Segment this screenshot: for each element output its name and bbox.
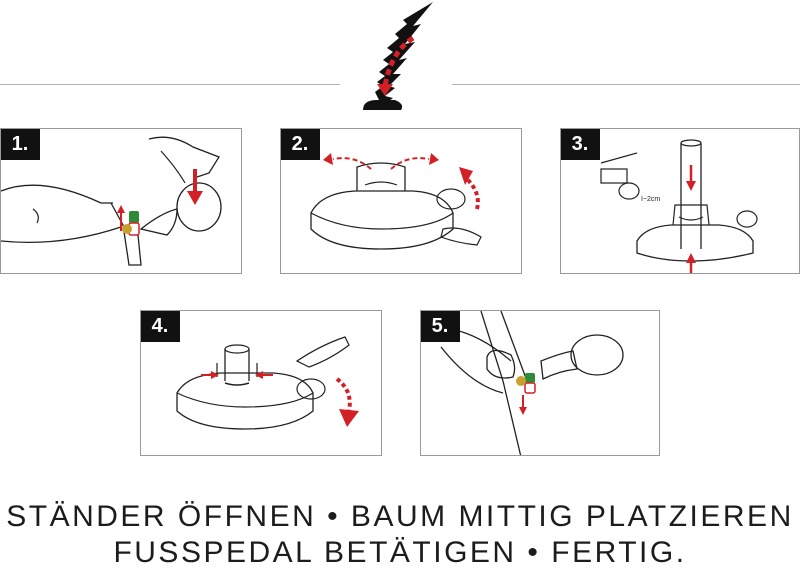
step-4-illustration (176, 336, 359, 430)
step-2-illustration (310, 153, 482, 250)
caption-line-2: FUSSPEDAL BETÄTIGEN • FERTIG. (113, 536, 687, 569)
step-5-illustration (440, 311, 624, 455)
step-1-illustration (1, 136, 222, 266)
tree-insert-icon (363, 2, 433, 110)
step-panel-4: 4. (140, 310, 382, 456)
divider-left (0, 84, 340, 85)
caption-line-1: STÄNDER ÖFFNEN • BAUM MITTIG PLATZIEREN (6, 500, 794, 533)
step-number-5: 5. (421, 311, 460, 342)
step-panel-1: 1. (0, 128, 242, 274)
step-number-1: 1. (1, 129, 40, 160)
step-number-2: 2. (281, 129, 320, 160)
step-panel-5: 5. (420, 310, 660, 456)
step-panel-3: I~2cm 3. (560, 128, 800, 274)
step-panel-2: 2. (280, 128, 522, 274)
step-number-4: 4. (141, 311, 180, 342)
step-number-3: 3. (561, 129, 600, 160)
divider-right (452, 84, 800, 85)
step-3-illustration: I~2cm (600, 139, 758, 273)
measure-label: I~2cm (641, 196, 660, 203)
